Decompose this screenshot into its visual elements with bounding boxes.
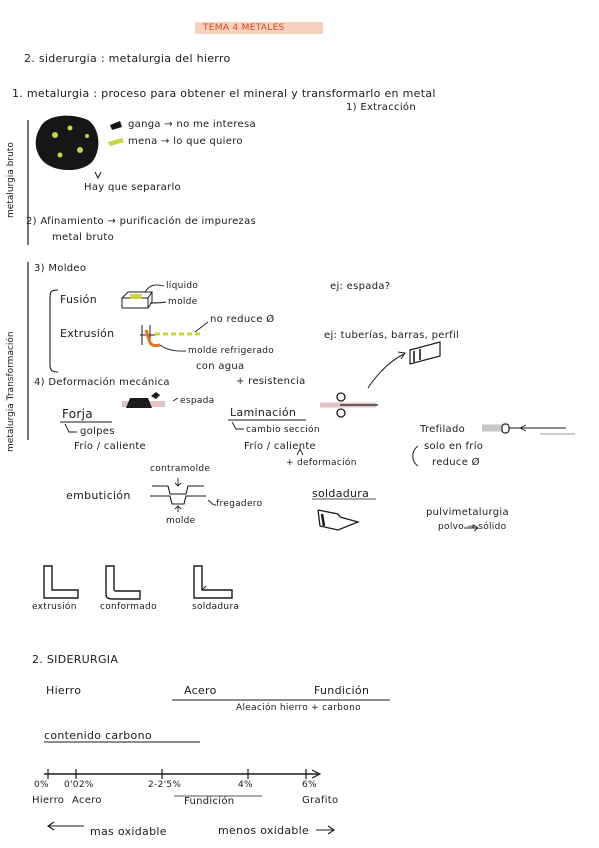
profile-label-soldadura: soldadura [192, 602, 240, 612]
extrusion-drawing [140, 321, 209, 352]
tick-2-25: 2-2'5% [148, 780, 182, 790]
axis-label-fundicion: Fundición [184, 796, 235, 807]
left-arrow [47, 821, 84, 831]
extrusion-label: Extrusión [60, 327, 115, 340]
lam-temp: Frío / caliente [244, 441, 317, 452]
page-title: TEMA 4 METALES [203, 23, 285, 33]
hierro-label: Hierro [46, 684, 82, 697]
tick-6: 6% [302, 780, 317, 790]
side-label-bruto: metalurgia bruto [6, 142, 16, 218]
ganga-text: ganga → no me interesa [128, 119, 256, 130]
espada-text: espada [180, 396, 215, 406]
profile-label-conformado: conformado [100, 602, 157, 612]
molde-label: molde [168, 297, 198, 307]
l-profile-conformado [105, 565, 141, 600]
no-reduce-text: no reduce Ø [210, 314, 275, 325]
mena-mark [108, 138, 124, 146]
step-extraccion: 1) Extracción [346, 102, 416, 113]
step-moldeo: 3) Moldeo [34, 263, 87, 274]
step-afinamiento: 2) Afinamiento → purificación de impurez… [26, 216, 257, 227]
solo-frio-text: solo en frío [424, 441, 484, 452]
aleacion-text: Aleación hierro + carbono [236, 703, 361, 713]
mena-text: mena → lo que quiero [128, 136, 243, 147]
lamination-drawing [320, 392, 378, 418]
laminacion-label: Laminación [230, 406, 297, 419]
fregadero-label: fregadero [216, 499, 263, 509]
profile-bar-drawing [367, 341, 441, 389]
step-deformacion: 4) Deformación mecánica [34, 377, 170, 388]
forge-drawing [122, 392, 179, 408]
fusion-label: Fusión [60, 293, 97, 306]
pulvimetalurgia-label: pulvimetalurgia [426, 507, 509, 518]
carbon-axis [44, 769, 322, 797]
resistencia-text: + resistencia [236, 376, 306, 387]
ore-rock-drawing [35, 115, 99, 171]
soldadura-label: soldadura [312, 487, 370, 500]
right-arrow [316, 825, 335, 835]
cambio-seccion-text: cambio sección [246, 425, 320, 435]
l-profile-extrusion [43, 565, 79, 599]
golpes-text: golpes [80, 426, 115, 437]
con-agua-text: con agua [196, 361, 245, 372]
tick-4: 4% [238, 780, 253, 790]
molde-embuticion-label: molde [166, 516, 196, 526]
title-highlight [195, 22, 323, 34]
contramolde-label: contramolde [150, 464, 211, 474]
ganga-mark [110, 121, 122, 130]
reduce-text: reduce Ø [432, 457, 480, 468]
molde-refrigerado-text: molde refrigerado [188, 346, 275, 356]
trefilado-label: Trefilado [420, 424, 466, 435]
fusion-mold-drawing [121, 284, 167, 309]
ej-tuberias: ej: tuberías, barras, perfil [324, 330, 460, 341]
drawing-wire-drawing [412, 423, 575, 467]
metalurgia-definition: 1. metalurgia : proceso para obtener el … [12, 87, 436, 100]
welding-drawing [317, 509, 361, 531]
separar-text: Hay que separarlo [84, 182, 181, 193]
section-title-siderurgia-2: 2. SIDERURGIA [32, 653, 119, 666]
mas-deformacion-text: + deformación [286, 458, 357, 468]
fundicion-label: Fundición [314, 684, 370, 697]
profile-label-extrusion: extrusión [32, 602, 77, 612]
section-title-siderurgia: 2. siderurgia : metalurgia del hierro [24, 52, 231, 65]
axis-label-hierro: Hierro [32, 795, 65, 806]
acero-label: Acero [184, 684, 217, 697]
forja-label: Forja [62, 407, 93, 421]
tick-002: 0'02% [64, 780, 94, 790]
liquido-label: líquido [166, 281, 199, 291]
axis-label-grafito: Grafito [302, 795, 339, 806]
tick-0: 0% [34, 780, 49, 790]
embuticion-label: embutición [66, 489, 131, 502]
mas-oxidable-text: mas oxidable [90, 825, 167, 838]
forja-temp: Frío / caliente [74, 441, 147, 452]
side-label-transformacion: metalurgia Transformación [6, 331, 16, 452]
metal-bruto-text: metal bruto [52, 232, 115, 243]
contenido-carbono-label: contenido carbono [44, 729, 152, 742]
l-profile-soldadura [193, 565, 233, 599]
menos-oxidable-text: menos oxidable [218, 824, 310, 837]
stamping-drawing [150, 478, 217, 512]
polvo-solido-text: polvo → sólido [438, 522, 507, 532]
ej-espada: ej: espada? [330, 281, 391, 292]
axis-label-acero: Acero [72, 795, 102, 806]
